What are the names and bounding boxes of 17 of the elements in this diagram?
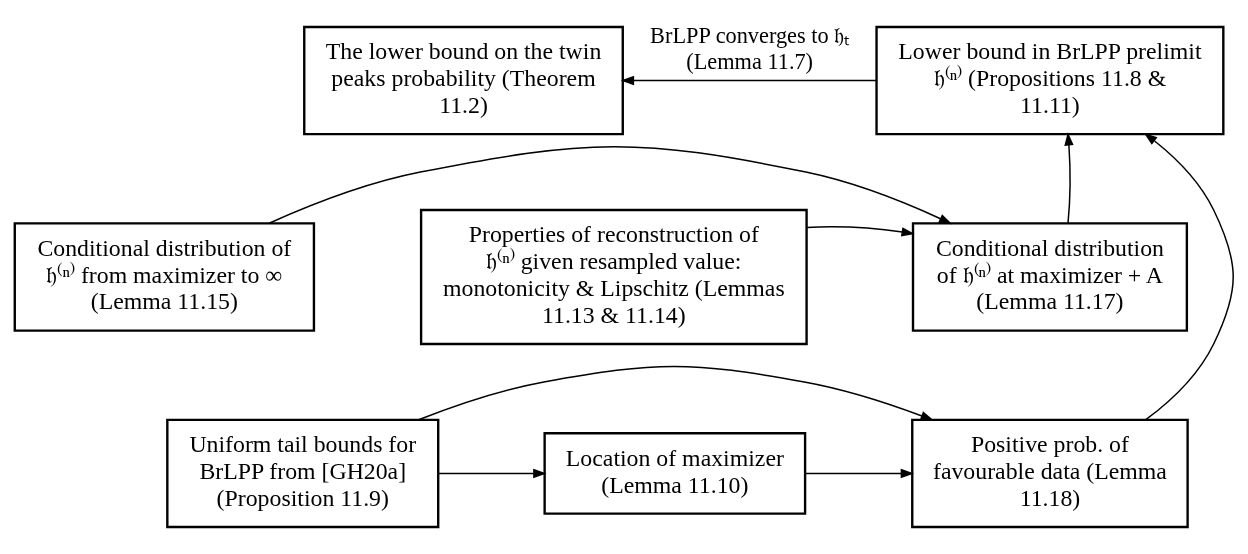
arrow	[417, 365, 934, 421]
arrow	[1144, 132, 1234, 421]
node-box: Positive prob. of favourable data (Lemma 11.18)	[911, 418, 1189, 529]
arrow	[806, 226, 915, 237]
node-box: Location of maximizer (Lemma 11.10)	[543, 432, 807, 515]
node-box: The lower bound on the twin peaks probability (Theorem 11.2)	[303, 25, 624, 136]
arrow	[268, 145, 953, 225]
arrow	[804, 468, 915, 479]
node-box: Conditional distribution of 𝔥⁽ⁿ⁾ from maximizer to ∞ (Lemma 11.15)	[13, 222, 316, 332]
node-box: Properties of reconstruction of 𝔥⁽ⁿ⁾ given resampled value: monotonicity & Lipschitz (Lemmas 11.13 & 11.14)	[419, 208, 808, 346]
edge-label: BrLPP converges to 𝔥ₜ (Lemma 11.7)	[650, 23, 850, 74]
arrow	[1064, 132, 1074, 224]
node-box: Conditional distribution of 𝔥⁽ⁿ⁾ at maximizer + A (Lemma 11.17)	[911, 222, 1189, 332]
node-box: Uniform tail bounds for BrLPP from [GH20a] (Proposition 11.9)	[166, 418, 440, 529]
node-box: Lower bound in BrLPP prelimit 𝔥⁽ⁿ⁾ (Propositions 11.8 & 11.11)	[875, 25, 1225, 136]
arrow	[437, 468, 547, 479]
arrow	[620, 75, 877, 86]
